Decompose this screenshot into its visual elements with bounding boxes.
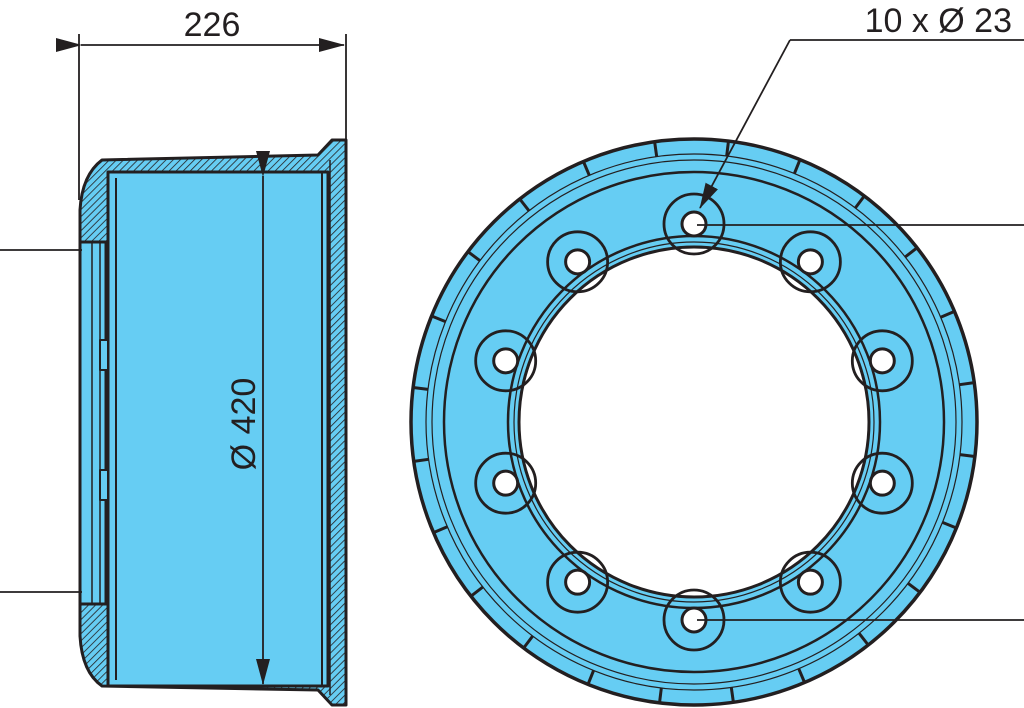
- rim-notch: [941, 521, 957, 530]
- bolt-boss: [474, 451, 538, 515]
- bolt-boss: [546, 230, 610, 294]
- rim-notch: [431, 314, 447, 323]
- bolt-boss: [546, 550, 610, 614]
- rim-notch: [940, 310, 956, 319]
- rim-notch: [582, 160, 591, 176]
- bolt-hole: [492, 469, 520, 497]
- bolt-boss: [850, 451, 914, 515]
- side-inner-surface: [106, 170, 330, 688]
- rim-notch: [725, 140, 730, 157]
- side-view: [78, 138, 348, 707]
- bolt-hole: [564, 568, 592, 596]
- bolt-hole: [868, 469, 896, 497]
- rim-notch: [904, 246, 918, 259]
- rim-notch: [907, 582, 921, 594]
- center-bore: [517, 245, 871, 599]
- bolt-boss: [850, 329, 914, 393]
- rim-notch: [729, 687, 735, 703]
- bolt-boss: [778, 550, 842, 614]
- bolt-hole: [868, 347, 896, 375]
- diameter-dimension-label: Ø 420: [225, 378, 263, 471]
- rim-notch: [467, 250, 481, 262]
- rim-notch: [959, 453, 976, 458]
- rim-notch: [658, 687, 663, 704]
- bolt-boss: [474, 329, 538, 393]
- rim-notch: [518, 198, 531, 212]
- width-dimension-label: 226: [184, 6, 241, 44]
- bolt-holes-label: 10 x Ø 23: [865, 2, 1012, 40]
- rim-notch: [413, 457, 429, 463]
- rim-notch: [793, 159, 802, 175]
- rim-notch: [432, 525, 448, 534]
- rim-notch: [653, 141, 659, 157]
- width-dimension: [56, 34, 347, 200]
- bolt-boss: [662, 192, 726, 256]
- bolt-hole: [680, 210, 708, 238]
- bolt-hole: [564, 248, 592, 276]
- rim-notch: [857, 632, 870, 646]
- rim-notch: [522, 635, 534, 649]
- bolt-boss: [778, 230, 842, 294]
- bolt-hole-leader: [697, 39, 1024, 621]
- front-view: [409, 137, 979, 707]
- rim-notch: [959, 381, 975, 387]
- bolt-hole: [796, 568, 824, 596]
- bolt-hole: [492, 347, 520, 375]
- rim-notch: [586, 669, 595, 685]
- rim-notch: [412, 386, 429, 391]
- rim-notch: [797, 668, 806, 684]
- bolt-hole: [796, 248, 824, 276]
- rim-notch: [470, 585, 484, 598]
- rim-notch: [854, 195, 866, 209]
